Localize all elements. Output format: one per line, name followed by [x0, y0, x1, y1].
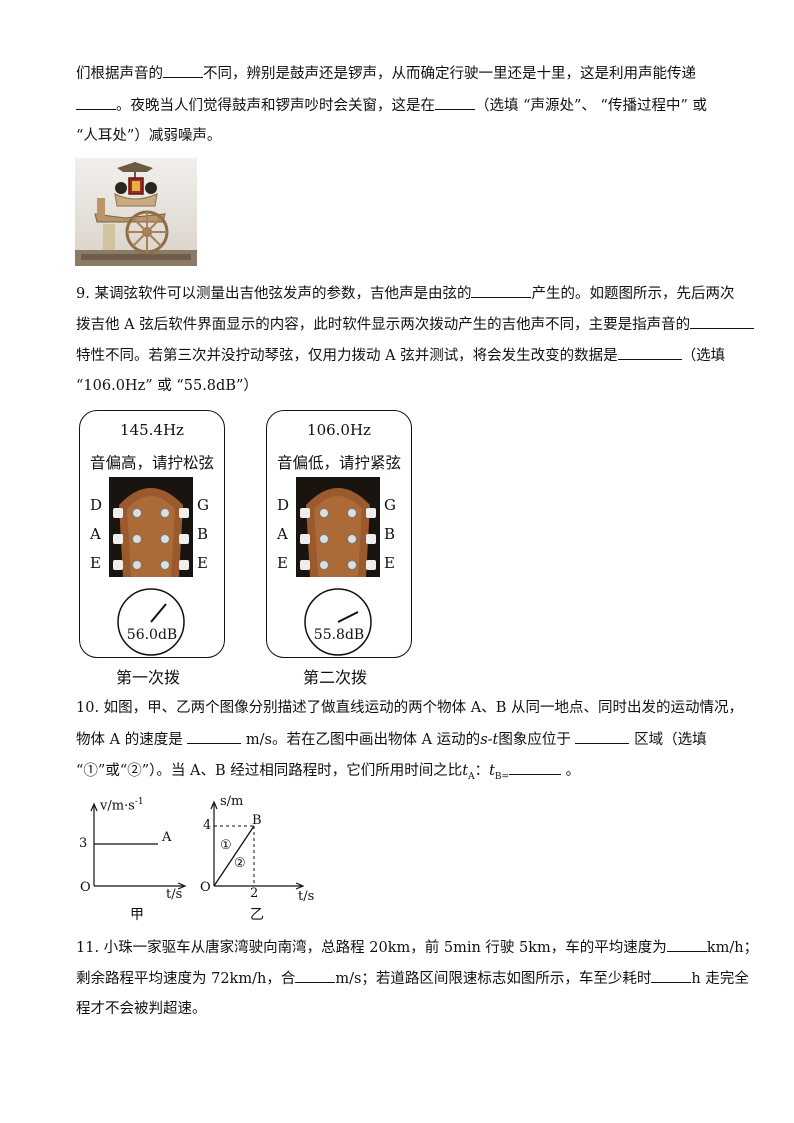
- q10-line-2: 物体 A 的速度是 m/s。若在乙图中画出物体 A 运动的s-t图象应位于 区域…: [76, 729, 707, 750]
- frequency-readout: 145.4Hz: [120, 421, 184, 439]
- graph-jia-caption: 甲: [130, 907, 144, 923]
- graph-yi-region-1: ①: [220, 838, 232, 853]
- q9-line-4: “106.0Hz” 或 “55.8dB”）: [76, 378, 258, 394]
- graph-yi-ytick: 4: [203, 818, 212, 833]
- panel-caption-second: 第二次拨: [303, 668, 368, 687]
- q9-line-2: 拨吉他 A 弦后软件界面显示的内容，此时软件显示两次拨动产生的吉他声不同，主要是…: [76, 314, 755, 335]
- decibel-readout: 55.8dB: [313, 627, 365, 643]
- graph-yi: [210, 800, 305, 890]
- answer-blank[interactable]: [575, 729, 630, 744]
- guitar-headstock-icon: [296, 477, 380, 577]
- graph-yi-point-label: B: [252, 813, 262, 828]
- graph-jia-ytick: 3: [79, 836, 88, 851]
- q9-line-1: 9. 某调弦软件可以测量出吉他弦发声的参数，吉他声是由弦的产生的。如题图所示，先…: [76, 283, 734, 304]
- tuner-message: 音偏低，请拧紧弦: [276, 454, 401, 472]
- graph-jia-xlabel: t/s: [166, 887, 183, 902]
- graph-jia-ylabel: v/m·s-1: [100, 797, 144, 814]
- q10-line-3: “①”或“②”）。当 A、B 经过相同路程时，它们所用时间之比tA：tB= 。: [76, 760, 580, 787]
- guitar-headstock-icon: [109, 477, 193, 577]
- graph-yi-ylabel: s/m: [220, 794, 244, 809]
- panel-caption-first: 第一次拨: [116, 668, 181, 687]
- frequency-readout: 106.0Hz: [307, 421, 371, 439]
- answer-blank[interactable]: [509, 760, 562, 775]
- answer-blank[interactable]: [666, 937, 707, 952]
- answer-blank[interactable]: [617, 345, 682, 360]
- graph-yi-xlabel: t/s: [298, 889, 315, 904]
- line-b: [213, 825, 255, 887]
- q11-line-1: 11. 小珠一家驱车从唐家湾驶向南湾，总路程 20km，前 5min 行驶 5k…: [76, 937, 758, 958]
- tuner-message: 音偏高，请拧松弦: [89, 454, 214, 472]
- volume-dial-icon: [117, 588, 185, 656]
- graph-jia: [90, 802, 187, 890]
- volume-dial-icon: [304, 588, 372, 656]
- q9-line-3: 特性不同。若第三次并没拧动琴弦，仅用力拨动 A 弦并测试，将会发生改变的数据是（…: [76, 345, 725, 366]
- graph-jia-origin: O: [80, 880, 91, 895]
- answer-blank[interactable]: [435, 95, 475, 110]
- q8-line-1: 们根据声音的不同，辨别是鼓声还是锣声，从而确定行驶一里还是十里，这是利用声能传递: [76, 63, 696, 84]
- answer-blank[interactable]: [76, 95, 116, 110]
- decibel-readout: 56.0dB: [126, 627, 178, 643]
- q8-line-3: “人耳处”）减弱噪声。: [76, 128, 222, 144]
- answer-blank[interactable]: [690, 314, 755, 329]
- answer-blank[interactable]: [295, 968, 336, 983]
- answer-blank[interactable]: [651, 968, 692, 983]
- graph-jia-series-label: A: [162, 830, 172, 845]
- drum-cart-photo: [75, 158, 197, 266]
- graph-yi-region-2: ②: [234, 856, 246, 871]
- answer-blank[interactable]: [471, 283, 532, 298]
- q10-line-1: 10. 如图，甲、乙两个图像分别描述了做直线运动的两个物体 A、B 从同一地点、…: [76, 700, 744, 716]
- graph-yi-caption: 乙: [250, 907, 264, 923]
- answer-blank[interactable]: [163, 63, 203, 78]
- graph-yi-xtick: 2: [250, 886, 259, 901]
- q8-line-2: 。夜晚当人们觉得鼓声和锣声吵时会关窗，这是在（选填 “声源处”、 “传播过程中”…: [76, 95, 707, 116]
- q11-line-3: 程才不会被判超速。: [76, 1001, 207, 1017]
- tuner-panel-first: 145.4Hz 音偏高，请拧松弦 D A E G B E 56.0dB: [79, 410, 225, 658]
- tuner-panel-second: 106.0Hz 音偏低，请拧紧弦 D A E G B E 55.8dB: [266, 410, 412, 658]
- graph-yi-origin: O: [200, 880, 211, 895]
- answer-blank[interactable]: [187, 729, 242, 744]
